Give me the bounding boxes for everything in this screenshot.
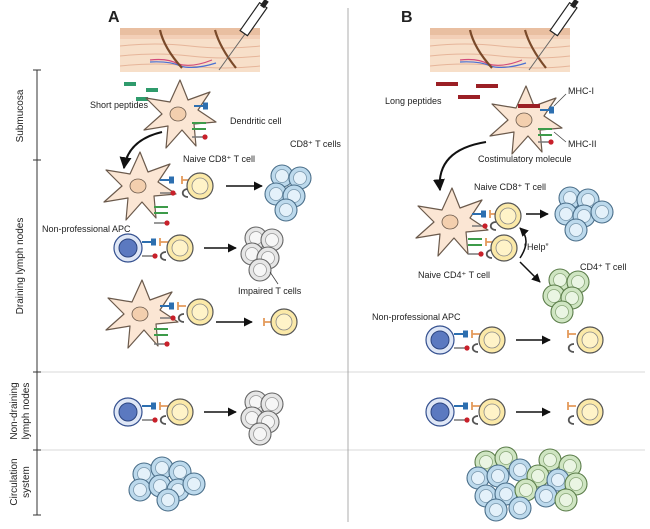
naive-cd4-label: Naive CD4⁺ T cell bbox=[418, 270, 490, 280]
panel-a-label: A bbox=[108, 9, 120, 26]
impaired-label-a: Impaired T cells bbox=[238, 286, 302, 296]
tcell-apc-b bbox=[567, 326, 604, 354]
naive-cd8-label-b: Naive CD8⁺ T cell bbox=[474, 182, 546, 192]
help-label: “Help” bbox=[524, 242, 549, 252]
short-peptides-icon bbox=[124, 82, 158, 101]
tcell-nondraining-b bbox=[567, 398, 604, 426]
section-label-nondraining-1: Non-draining bbox=[9, 382, 20, 439]
mixed-circulation-b bbox=[466, 446, 588, 522]
section-label-circulation-1: Circulation bbox=[9, 458, 20, 505]
cd4-cluster-b bbox=[542, 268, 590, 324]
tcell-row3-a bbox=[263, 308, 298, 336]
nondraining-row-b bbox=[425, 397, 506, 427]
naive-cd8-label-a: Naive CD8⁺ T cell bbox=[183, 154, 255, 164]
costim-label: Costimulatory molecule bbox=[478, 154, 572, 164]
section-label-draining: Draining lymph nodes bbox=[15, 218, 26, 315]
section-label-nondraining-2: lymph nodes bbox=[21, 383, 32, 440]
cd8-cluster-a bbox=[264, 164, 312, 222]
help-arrow bbox=[519, 227, 529, 259]
mhc2-label: MHC-II bbox=[568, 139, 597, 149]
impaired-cluster-nondraining-a bbox=[240, 390, 284, 446]
cd4-t-cell-label: CD4⁺ T cell bbox=[580, 262, 626, 272]
mhc1-pointer bbox=[553, 93, 567, 107]
migration-arrow-a bbox=[119, 131, 163, 170]
apc-row-a bbox=[113, 233, 194, 263]
dendritic-cell-label: Dendritic cell bbox=[230, 116, 282, 126]
cd8-cluster-b bbox=[554, 186, 614, 242]
apc-row-b bbox=[425, 325, 506, 355]
skin-illustration-a bbox=[118, 0, 270, 74]
long-peptides-icon bbox=[436, 82, 498, 99]
nondraining-row-a bbox=[113, 397, 194, 427]
impaired-cluster-a bbox=[240, 226, 284, 282]
cd8-t-cells-label-a: CD8⁺ T cells bbox=[290, 139, 341, 149]
long-peptides-label: Long peptides bbox=[385, 96, 442, 106]
nonprof-apc-label-b: Non-professional APC bbox=[372, 312, 461, 322]
skin-illustration-b bbox=[428, 0, 580, 74]
section-label-submucosa: Submucosa bbox=[15, 89, 26, 142]
cd8-circulation-a bbox=[128, 456, 206, 512]
migration-arrow-b bbox=[432, 141, 487, 192]
mhc1-label: MHC-I bbox=[568, 86, 594, 96]
nonprof-apc-label-a: Non-professional APC bbox=[42, 224, 131, 234]
impaired-pointer-a bbox=[269, 271, 279, 285]
short-peptides-label: Short peptides bbox=[90, 100, 149, 110]
mhc2-pointer bbox=[553, 131, 567, 143]
dendritic-cell-b bbox=[489, 85, 563, 155]
panel-b-label: B bbox=[401, 9, 413, 26]
arrow-to-cd4 bbox=[519, 261, 541, 283]
dc-row3-a bbox=[105, 279, 214, 349]
section-label-circulation-2: system bbox=[21, 466, 32, 498]
dc-activation-b bbox=[415, 187, 522, 262]
